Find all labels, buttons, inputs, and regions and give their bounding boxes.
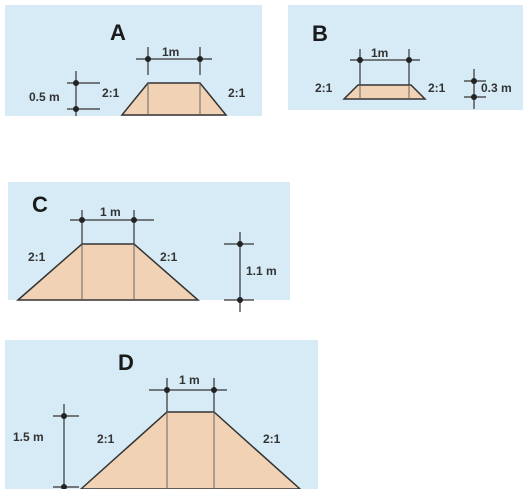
panel-b-letter: B	[312, 21, 328, 46]
panel-c-top-width: 1 m	[100, 205, 121, 219]
panel-b-diagram: B 1m 2:1 2:1 0.3 m	[312, 21, 512, 109]
panel-b-right-slope: 2:1	[428, 81, 446, 95]
panel-d-height: 1.5 m	[13, 430, 44, 444]
panel-b-height: 0.3 m	[481, 81, 512, 95]
panel-c-height: 1.1 m	[246, 264, 277, 278]
panel-b-trapezoid	[342, 84, 427, 100]
panel-a-top-width: 1m	[162, 45, 179, 59]
panel-c-left-slope: 2:1	[28, 250, 46, 264]
panel-a-trapezoid	[120, 82, 228, 116]
panel-d-letter: D	[118, 350, 134, 375]
panel-b-left-slope: 2:1	[315, 81, 333, 95]
panel-b: B 1m 2:1 2:1 0.3 m	[288, 5, 523, 110]
panel-a-height: 0.5 m	[29, 90, 60, 104]
panel-c: C 1 m 2:1 2:1 1.1 m	[8, 182, 290, 312]
panel-d-diagram: D 1 m 2:1 2:1 1.5 m	[13, 350, 302, 489]
panel-c-right-slope: 2:1	[160, 250, 178, 264]
panel-c-diagram: C 1 m 2:1 2:1 1.1 m	[16, 192, 277, 312]
panel-c-letter: C	[32, 192, 48, 217]
panel-d-left-slope: 2:1	[97, 432, 115, 446]
panel-a-right-slope: 2:1	[228, 86, 246, 100]
panel-d-right-slope: 2:1	[263, 432, 281, 446]
panel-a-left-slope: 2:1	[102, 86, 120, 100]
panel-d-top-width: 1 m	[179, 373, 200, 387]
panel-a-letter: A	[110, 20, 126, 45]
panel-a: A 1m 2:1 2:1 0.5 m	[5, 5, 262, 116]
panel-b-top-width: 1m	[371, 46, 388, 60]
panel-a-diagram: A 1m 2:1 2:1 0.5 m	[29, 20, 246, 116]
panel-d: D 1 m 2:1 2:1 1.5 m	[5, 340, 318, 489]
panel-d-trapezoid	[79, 411, 302, 489]
